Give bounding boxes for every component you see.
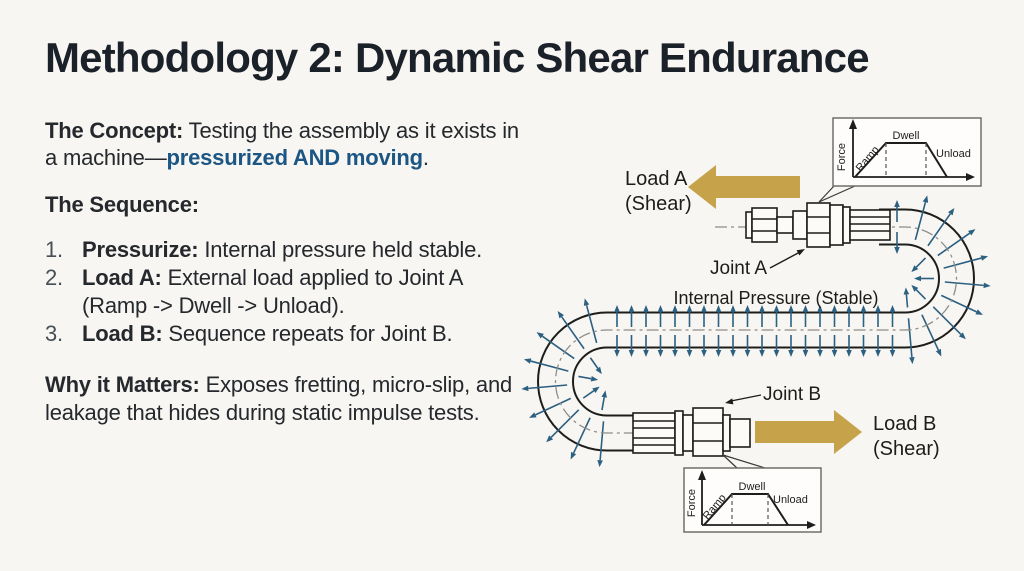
list-item: 3. Load B: Sequence repeats for Joint B. — [45, 320, 523, 348]
load-a-arrow — [688, 165, 800, 209]
internal-pressure-label: Internal Pressure (Stable) — [673, 288, 878, 308]
joint-b-callout: Joint B — [725, 384, 821, 405]
svg-text:(Shear): (Shear) — [625, 193, 692, 215]
content-column: Methodology 2: Dynamic Shear Endurance T… — [45, 35, 870, 427]
load-a-label: Load A (Shear) — [625, 168, 692, 215]
list-item-body: Internal pressure held stable. — [198, 237, 483, 263]
graph-a-unload-label: Unload — [936, 148, 971, 160]
concept-highlight: pressurized AND moving — [166, 145, 424, 171]
list-item-text: Pressurize: Internal pressure held stabl… — [82, 236, 482, 264]
concept-body: Testing the assembly as it exists in a m… — [45, 117, 519, 171]
list-item-body: External load applied to Joint A (Ramp -… — [82, 265, 463, 319]
force-profile-graph-a: Force Ramp Dwell Unload — [818, 117, 982, 203]
list-number: 1. — [45, 237, 63, 263]
list-item-text: Load A: External load applied to Joint A… — [82, 264, 523, 320]
force-profile-graph-b: Force Ramp Dwell Unload — [683, 454, 822, 533]
why-paragraph: Why it Matters: Exposes fretting, micro-… — [45, 371, 523, 427]
shear-test-diagram: Load A (Shear) Load B (Shear) Joint A Jo… — [519, 105, 1024, 571]
load-b-label: Load B (Shear) — [873, 413, 940, 460]
pressure-arrow-field — [521, 195, 991, 468]
load-b-arrow — [755, 410, 862, 454]
centerline — [554, 226, 958, 434]
graph-b-unload-label: Unload — [773, 494, 808, 506]
fitting-joint-b — [632, 407, 751, 457]
list-item-lead: Load A: — [82, 265, 162, 291]
svg-text:Load A: Load A — [625, 168, 688, 190]
joint-a-callout: Joint A — [710, 249, 805, 279]
graph-b-force-axis-label: Force — [686, 489, 698, 517]
list-item: 2. Load A: External load applied to Join… — [45, 264, 523, 320]
graph-a-dwell-label: Dwell — [893, 130, 920, 142]
concept-lead: The Concept: — [45, 117, 184, 143]
slide-title: Methodology 2: Dynamic Shear Endurance — [45, 34, 870, 81]
list-item-lead: Pressurize: — [82, 237, 199, 263]
concept-period: . — [422, 145, 429, 171]
sequence-heading: The Sequence: — [45, 192, 199, 218]
list-item-body: Sequence repeats for Joint B. — [162, 321, 453, 347]
diagram-svg: Load A (Shear) Load B (Shear) Joint A Jo… — [521, 117, 991, 533]
svg-text:Load B: Load B — [873, 413, 936, 435]
joint-b-label: Joint B — [763, 384, 821, 405]
graph-b-dwell-label: Dwell — [739, 481, 766, 493]
list-number: 2. — [45, 265, 63, 291]
list-item: 1. Pressurize: Internal pressure held st… — [45, 236, 523, 264]
svg-text:(Shear): (Shear) — [873, 438, 940, 460]
graph-a-force-axis-label: Force — [836, 143, 848, 171]
list-item-text: Load B: Sequence repeats for Joint B. — [82, 320, 453, 348]
concept-paragraph: The Concept: Testing the assembly as it … — [45, 117, 523, 173]
list-item-lead: Load B: — [82, 321, 163, 347]
list-number: 3. — [45, 321, 63, 347]
why-body: Exposes fretting, micro-slip, and leakag… — [45, 372, 513, 426]
why-lead: Why it Matters: — [45, 372, 200, 398]
fitting-joint-a — [745, 202, 891, 248]
sequence-list: 1. Pressurize: Internal pressure held st… — [45, 236, 523, 348]
joint-a-label: Joint A — [710, 258, 767, 279]
